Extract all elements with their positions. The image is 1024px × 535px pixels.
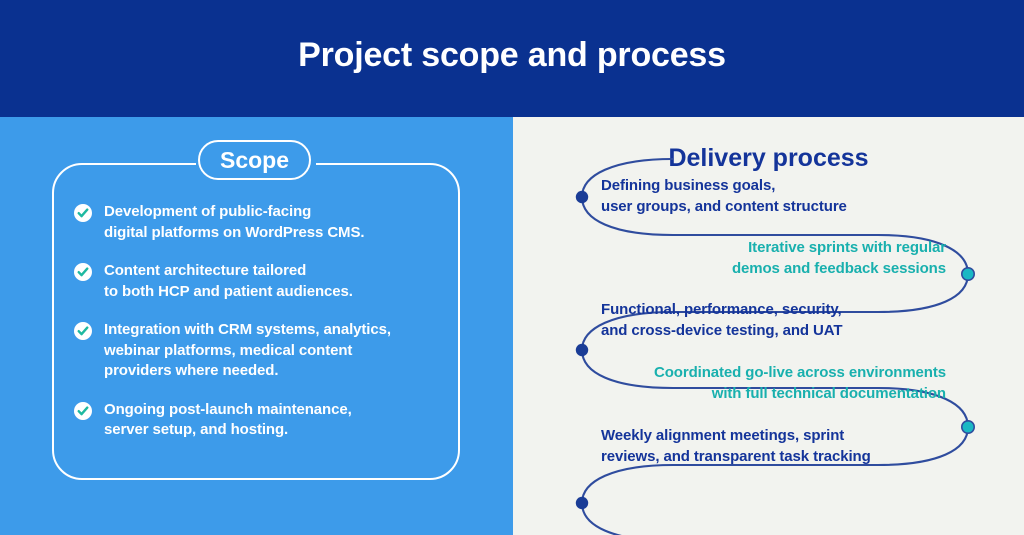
check-circle-icon — [74, 204, 92, 222]
list-item: Content architecture tailored to both HC… — [74, 261, 454, 302]
step-dot-1 — [575, 190, 589, 204]
scope-item-text: Integration with CRM systems, analytics,… — [104, 321, 391, 380]
list-item: Ongoing post-launch maintenance, server … — [74, 400, 454, 441]
step-dot-5 — [575, 496, 589, 510]
header-bar — [0, 0, 1024, 117]
check-circle-icon — [74, 401, 92, 420]
delivery-step-label: Iterative sprints with regular demos and… — [731, 239, 946, 277]
scope-item-text: Development of public-facing digital pla… — [104, 203, 365, 241]
scope-badge-label: Scope — [219, 146, 290, 173]
step-dot-4 — [960, 419, 975, 434]
list-item: Integration with CRM systems, analytics,… — [74, 320, 454, 382]
delivery-step-label: Defining business goals, user groups, an… — [601, 177, 847, 215]
check-circle-icon — [74, 263, 92, 282]
scope-badge: Scope — [198, 140, 311, 180]
delivery-step-label: Weekly alignment meetings, sprint review… — [601, 427, 871, 465]
delivery-process-title: Delivery process — [668, 144, 869, 172]
scope-card-border-notch — [196, 156, 316, 172]
scope-list: Development of public-facing digital pla… — [74, 202, 454, 441]
step-dot-2 — [960, 267, 975, 282]
step-dot-3 — [575, 343, 589, 357]
list-item: Development of public-facing digital pla… — [74, 202, 454, 243]
check-circle-icon — [74, 322, 92, 341]
delivery-step-label: Functional, performance, security, and c… — [601, 301, 843, 339]
delivery-step-label: Coordinated go-live across environments … — [654, 364, 946, 402]
delivery-process-flow-path — [575, 157, 975, 535]
scope-item-text: Ongoing post-launch maintenance, server … — [104, 400, 352, 439]
scope-item-text: Content architecture tailored to both HC… — [104, 262, 353, 300]
page-title: Project scope and process — [298, 36, 726, 74]
